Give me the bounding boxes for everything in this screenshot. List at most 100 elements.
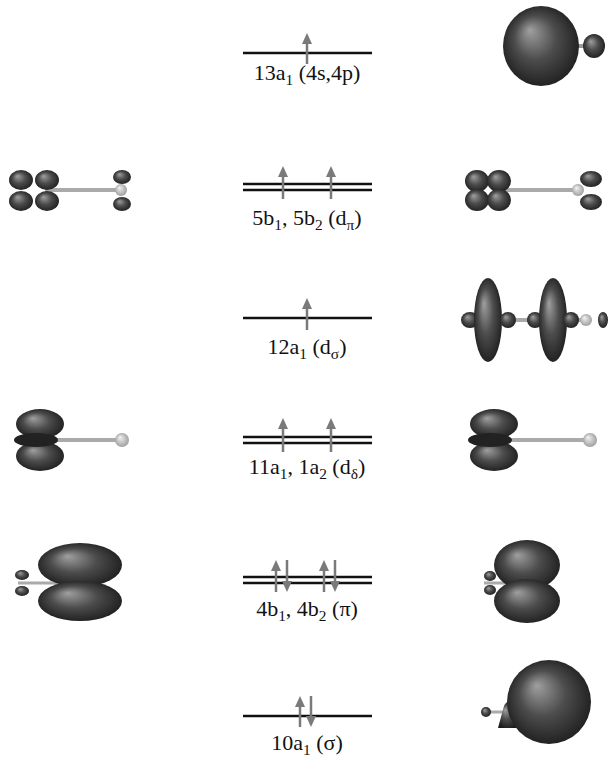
orbital-10a1-part bbox=[507, 660, 591, 744]
orbital-label: 4b1, 4b2 (π) bbox=[256, 596, 358, 622]
orbital-13a1 bbox=[503, 6, 605, 86]
subscript: 2 bbox=[315, 216, 323, 233]
orbital-5b-right-part bbox=[465, 189, 489, 211]
subscript: 1 bbox=[274, 216, 282, 233]
electron-arrows-part bbox=[319, 560, 329, 571]
orbital-5b-right-part bbox=[487, 170, 511, 192]
orbital-12a1-part bbox=[539, 278, 567, 362]
orbital-5b-left-part bbox=[9, 170, 33, 190]
orbital-label: 12a1 (dσ) bbox=[268, 334, 347, 360]
electron-arrows-part bbox=[302, 298, 312, 309]
orbital-5b-left-part bbox=[113, 197, 131, 211]
energy-levels-part bbox=[243, 582, 372, 585]
energy-levels-part bbox=[243, 189, 372, 192]
subscript: 1 bbox=[303, 741, 311, 758]
orbital-label: 11a1, 1a2 (dδ) bbox=[249, 454, 366, 480]
label-run: (d bbox=[323, 205, 347, 230]
orbital-5b-right-part bbox=[580, 171, 602, 187]
orbital-5b-right-part bbox=[580, 194, 602, 210]
orbital-12a1-part bbox=[580, 314, 592, 326]
subscript: δ bbox=[351, 465, 358, 482]
label-run: (d bbox=[307, 334, 331, 359]
electron-arrows-part bbox=[271, 560, 281, 571]
label-run: (d bbox=[327, 454, 351, 479]
subscript: 1 bbox=[278, 607, 286, 624]
subscript: σ bbox=[331, 345, 339, 362]
electron-arrows-part bbox=[330, 581, 340, 592]
orbital-5b-left-part bbox=[35, 191, 59, 211]
electron-arrows-part bbox=[278, 418, 288, 429]
orbital-11a1-right-part bbox=[510, 438, 584, 442]
orbital-4b-left-part bbox=[15, 570, 29, 580]
electron-arrows-part bbox=[278, 166, 288, 177]
orbital-4b-right-part bbox=[484, 571, 496, 581]
label-run: (σ) bbox=[311, 730, 343, 755]
label-run: ) bbox=[358, 454, 365, 479]
orbital-5b-right-part bbox=[487, 189, 511, 211]
orbital-10a1-part bbox=[481, 707, 491, 717]
orbital-11a1-left-part bbox=[115, 433, 129, 447]
orbital-12a1-part bbox=[474, 278, 502, 362]
energy-levels-part bbox=[243, 436, 372, 439]
orbital-5b-left-part bbox=[113, 170, 131, 184]
subscript: 1 bbox=[285, 71, 293, 88]
orbital-4b-right-part bbox=[484, 585, 496, 595]
subscript: 1 bbox=[299, 345, 307, 362]
orbital-5b-right bbox=[465, 170, 602, 211]
label-run: 11a bbox=[249, 454, 280, 479]
orbital-11a1-right-part bbox=[583, 433, 597, 447]
electron-arrows bbox=[271, 33, 340, 727]
orbital-11a1-right-part bbox=[468, 433, 512, 447]
orbital-4b-left-part bbox=[38, 543, 122, 587]
subscript: π bbox=[347, 216, 355, 233]
orbital-4b-left bbox=[15, 543, 122, 621]
subscript: 1 bbox=[280, 465, 288, 482]
orbital-11a1-left-part bbox=[55, 438, 116, 442]
orbital-label: 5b1, 5b2 (dπ) bbox=[252, 205, 361, 231]
orbital-11a1-left-part bbox=[14, 433, 58, 447]
orbital-label: 13a1 (4s,4p) bbox=[254, 60, 361, 86]
subscript: 2 bbox=[319, 465, 327, 482]
energy-levels bbox=[243, 53, 372, 716]
orbital-12a1-part bbox=[598, 312, 608, 328]
label-run: 5b bbox=[252, 205, 274, 230]
orbital-12a1-part bbox=[563, 312, 579, 328]
energy-levels-part bbox=[243, 442, 372, 445]
label-run: ) bbox=[354, 205, 361, 230]
label-run: , 1a bbox=[287, 454, 319, 479]
orbital-12a1-part bbox=[500, 312, 516, 328]
orbital-4b-right bbox=[484, 540, 560, 623]
orbital-5b-right-part bbox=[505, 188, 580, 192]
orbital-5b-left-part bbox=[35, 170, 59, 190]
orbital-label: 10a1 (σ) bbox=[271, 730, 342, 756]
electron-arrows-part bbox=[282, 581, 292, 592]
orbital-5b-left bbox=[9, 170, 131, 211]
orbital-13a1-part bbox=[503, 6, 579, 86]
orbital-13a1-part bbox=[583, 34, 605, 58]
orbital-12a1 bbox=[461, 278, 608, 362]
electron-arrows-part bbox=[295, 696, 305, 707]
electron-arrows-part bbox=[306, 716, 316, 727]
orbital-5b-left-part bbox=[9, 191, 33, 211]
electron-arrows-part bbox=[326, 166, 336, 177]
electron-arrows-part bbox=[302, 33, 312, 44]
orbital-4b-right-part bbox=[494, 579, 560, 623]
orbital-5b-right-part bbox=[572, 184, 584, 196]
orbital-11a1-left bbox=[14, 409, 129, 471]
label-run: 12a bbox=[268, 334, 300, 359]
label-run: 4b bbox=[256, 596, 278, 621]
energy-levels-part bbox=[243, 576, 372, 579]
subscript: 2 bbox=[319, 607, 327, 624]
energy-levels-part bbox=[243, 183, 372, 186]
orbital-4b-left-part bbox=[15, 586, 29, 596]
label-run: ) bbox=[339, 334, 346, 359]
label-run: (π) bbox=[327, 596, 358, 621]
orbital-5b-right-part bbox=[465, 170, 489, 192]
label-run: 10a bbox=[271, 730, 303, 755]
orbital-5b-left-part bbox=[45, 188, 118, 192]
orbital-10a1 bbox=[481, 660, 591, 744]
orbital-5b-left-part bbox=[115, 184, 127, 196]
electron-arrows-part bbox=[326, 418, 336, 429]
